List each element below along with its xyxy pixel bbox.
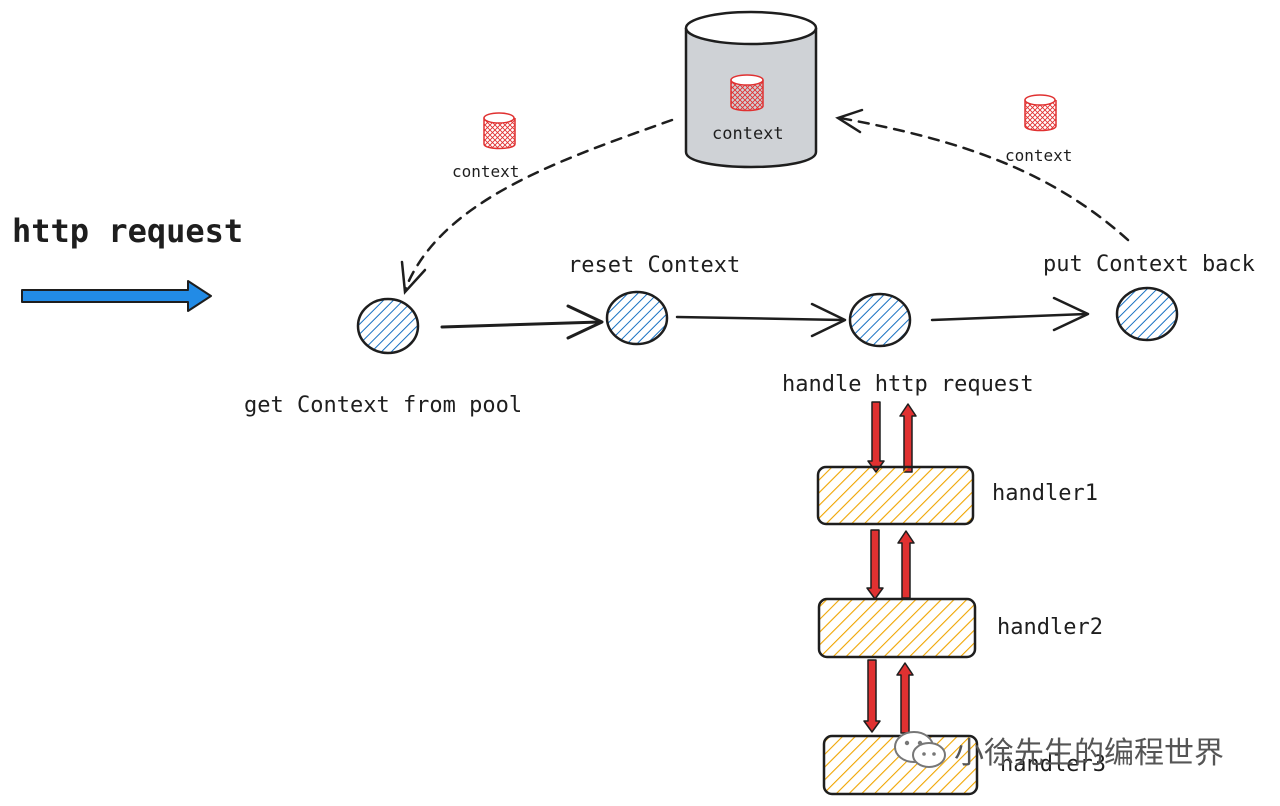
context-icon-left [483,112,516,150]
step-circle-handle [848,292,912,348]
handler1-label: handler1 [992,481,1098,506]
request-arrow [21,280,212,312]
floating-context-label-left: context [452,162,520,181]
step-label-handle: handle http request [782,372,1034,397]
wechat-icon [894,731,946,768]
context-icon-in-pool [730,74,764,112]
call-arrows [863,401,917,734]
step-circle-put [1115,286,1179,342]
step-circle-get [356,297,420,355]
pool-context-label: context [712,124,784,144]
step-label-put: put Context back [1043,252,1255,277]
floating-context-label-right: context [1005,146,1073,165]
handler3-label: handler3 [1000,752,1106,777]
title: http request [12,212,244,250]
watermark-text: 小徐先生的编程世界 [954,736,1224,771]
handler2-box [817,597,977,659]
arrow-get-to-reset [440,304,604,340]
arrow-reset-to-handle [675,302,847,338]
handler2-label: handler2 [997,615,1103,640]
dashed-arrow-back-to-pool [835,108,1130,242]
step-circle-reset [605,290,669,346]
step-label-reset: reset Context [568,253,741,278]
dashed-arrow-to-get [400,118,674,295]
handler1-box [816,465,975,526]
context-icon-right [1024,94,1057,132]
watermark: 小徐先生的编程世界 [892,728,1224,772]
step-label-get: get Context from pool [244,393,523,418]
arrow-handle-to-put [930,296,1090,332]
